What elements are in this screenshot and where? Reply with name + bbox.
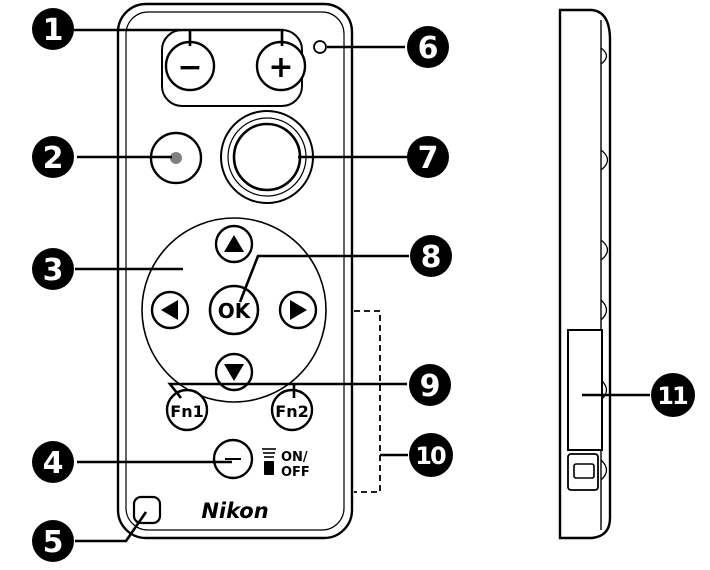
battery-area-bracket [354,311,380,492]
multi-selector-right[interactable] [280,292,316,328]
callout-badge-6: 6 [407,26,449,68]
callout-badge-8: 8 [410,235,452,277]
switch-label-on: ON/ [281,450,308,465]
callout-number: 11 [657,382,688,410]
zoom-in-button[interactable]: + [257,42,305,90]
callout-badge-9: 9 [409,364,451,406]
switch-label-off: OFF [281,465,310,480]
callout-badge-10: 10 [409,433,453,477]
callout-number: 2 [43,141,64,176]
callout-number: 1 [43,13,64,48]
ok-button[interactable]: OK [210,286,258,334]
callout-number: 7 [418,141,439,176]
zoom-out-label: − [177,50,202,85]
callout-badge-3: 3 [32,248,74,290]
callout-badge-1: 1 [32,8,74,50]
multi-selector-up[interactable] [216,226,252,262]
callout-number: 9 [420,369,441,404]
wireless-icon [262,449,276,475]
callout-number: 4 [43,446,64,481]
zoom-out-button[interactable]: − [166,42,214,90]
fn2-label: Fn2 [275,402,308,421]
strap-eyelet [134,497,160,523]
callout-badge-2: 2 [32,136,74,178]
remote-front-view: − + [118,4,352,538]
callout-badge-5: 5 [32,520,74,562]
callout-number: 8 [421,240,442,275]
fn1-label: Fn1 [170,402,203,421]
status-lamp [314,41,326,53]
callout-number: 6 [418,31,439,66]
callout-badge-7: 7 [407,136,449,178]
remote-side-view [560,10,610,538]
ok-label: OK [218,299,252,323]
power-switch[interactable] [214,440,252,478]
fn1-button[interactable]: Fn1 [167,390,207,430]
callout-badge-4: 4 [32,441,74,483]
callout-number: 3 [43,253,64,288]
zoom-in-label: + [268,50,293,85]
callout-badge-11: 11 [651,373,695,417]
callout-number: 5 [43,525,64,560]
multi-selector-left[interactable] [152,292,188,328]
brand-logo: Nikon [201,499,268,523]
callout-number: 10 [415,442,446,470]
fn2-button[interactable]: Fn2 [272,390,312,430]
battery-cover-side [568,330,602,450]
